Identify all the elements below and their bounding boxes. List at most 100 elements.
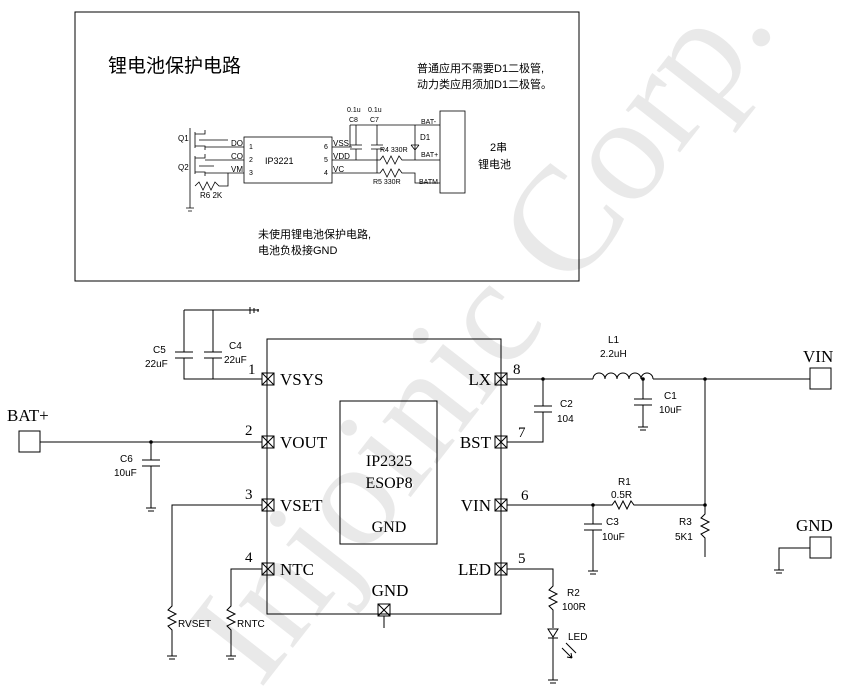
c5-label: C5 [153,345,166,356]
vsys-ground-rail [184,307,259,314]
r3-label: R3 [679,517,692,528]
pin-1-name: VSYS [280,370,323,389]
c3-value: 10uF [602,532,625,543]
ip3221-pin-vss: VSS [333,139,349,148]
inset-note-bottom-1: 未使用锂电池保护电路, [258,227,371,241]
vin-terminal [809,367,832,390]
pin-gnd-name: GND [372,581,409,600]
rvset-label: RVSET [178,619,211,630]
battery-label-1: 2串 [490,141,507,154]
vin-label: VIN [803,347,833,366]
r1-resistor [507,499,705,511]
lx-network: L1 2.2uH VIN C1 10uF [507,335,833,431]
bat-plus-terminal [18,430,41,453]
ntc-network: RNTC [225,568,265,660]
gnd-terminal-group: GND [774,516,833,574]
r3-value: 5K1 [675,532,693,543]
ip2325-package: ESOP8 [365,475,412,492]
pin-1-number: 1 [248,362,256,378]
c3-wire [588,505,598,575]
c8-label: C8 [349,117,358,124]
inset-title: 锂电池保护电路 [108,55,241,77]
q2-mosfet [189,152,228,208]
rntc-label: RNTC [237,619,265,630]
ip3221-pin-1: 1 [249,144,253,151]
ip2325-pad-gnd: GND [372,519,407,536]
vin-network: R1 0.5R C3 10uF R3 5K1 [507,379,711,575]
inset-bat-plus-label: BAT+ [421,152,438,159]
c4-capacitor [204,351,222,359]
inset-ground [186,207,194,212]
c4-label: C4 [229,341,242,352]
c6-value: 10uF [114,468,137,479]
ip3221-label: IP3221 [265,156,294,166]
r2-label: R2 [567,588,580,599]
r2-value: 100R [562,602,586,613]
inset-battery-block [439,110,466,194]
r2-resistor [507,568,559,628]
pin-8-number: 8 [513,362,521,378]
ip2325-body [266,338,502,615]
led-label: LED [568,632,587,643]
ip2325-pad [339,400,438,545]
pin-5-name: LED [458,560,491,579]
c5-value: 22uF [145,359,168,370]
pin-6-name: VIN [461,496,491,515]
svg-text:Injoinic Corp.: Injoinic Corp. [155,0,804,693]
rvset-resistor [166,504,262,660]
pin-7-number: 7 [518,425,526,441]
pin-4-name: NTC [280,560,314,579]
c7-capacitor [371,125,383,173]
vout-network: BAT+ C6 10uF [7,406,262,512]
ip3221-pin-2: 2 [249,157,253,164]
q1-mosfet [189,128,228,152]
inset-note-top-1: 普通应用不需要D1二极管, [417,61,544,75]
d1-label: D1 [420,133,431,142]
l1-value: 2.2uH [600,349,627,360]
r6-resistor [194,173,229,191]
inset-batm-label: BATM [419,179,438,186]
c5-wire [183,310,262,380]
c2-capacitor [534,405,552,413]
ip3221-pin-4: 4 [324,170,328,177]
r1-label: R1 [618,477,631,488]
c7-label: C7 [370,117,379,124]
pin-7-name: BST [460,433,492,452]
ip3221-pin-6: 6 [324,144,328,151]
bat-plus-label: BAT+ [7,406,49,425]
vout-wire [40,441,262,512]
rntc-resistor [225,568,262,660]
r5-resistor [350,168,440,184]
gnd-terminal-wire [774,547,810,574]
c7-value: 0.1u [368,107,382,114]
c3-capacitor [584,523,602,531]
led-diode [547,628,559,684]
ip3221-pin-co: CO [231,152,243,161]
l1-label: L1 [608,335,620,346]
c2-wire [507,379,544,443]
battery-label-2: 锂电池 [478,157,511,171]
ip3221-pin-3: 3 [249,170,253,177]
l1-inductor [592,372,654,380]
ip3221-pin-vc: VC [333,165,344,174]
c3-junction [591,503,595,507]
r6-label: R6 2K [200,191,223,200]
ip3221-leads [228,146,350,174]
pin-2-number: 2 [245,423,253,439]
c2-label: C2 [560,399,573,410]
r5-label: R5 330R [373,179,401,186]
inset-note-bottom-2: 电池负极接GND [258,243,337,257]
r3-resistor [699,379,711,557]
c1-label: C1 [664,391,677,402]
c8-value: 0.1u [347,107,361,114]
r1-value: 0.5R [611,490,632,501]
r4-resistor [350,155,440,165]
c3-label: C3 [606,517,619,528]
bst-network: C2 104 [507,379,574,443]
battery-protection-inset: 锂电池保护电路 普通应用不需要D1二极管, 动力类应用须加D1二极管。 未使用锂… [74,11,580,282]
c6-capacitor [142,459,160,467]
c8-capacitor [350,125,362,160]
r4-label: R4 330R [380,147,408,154]
c1-capacitor [634,398,652,406]
